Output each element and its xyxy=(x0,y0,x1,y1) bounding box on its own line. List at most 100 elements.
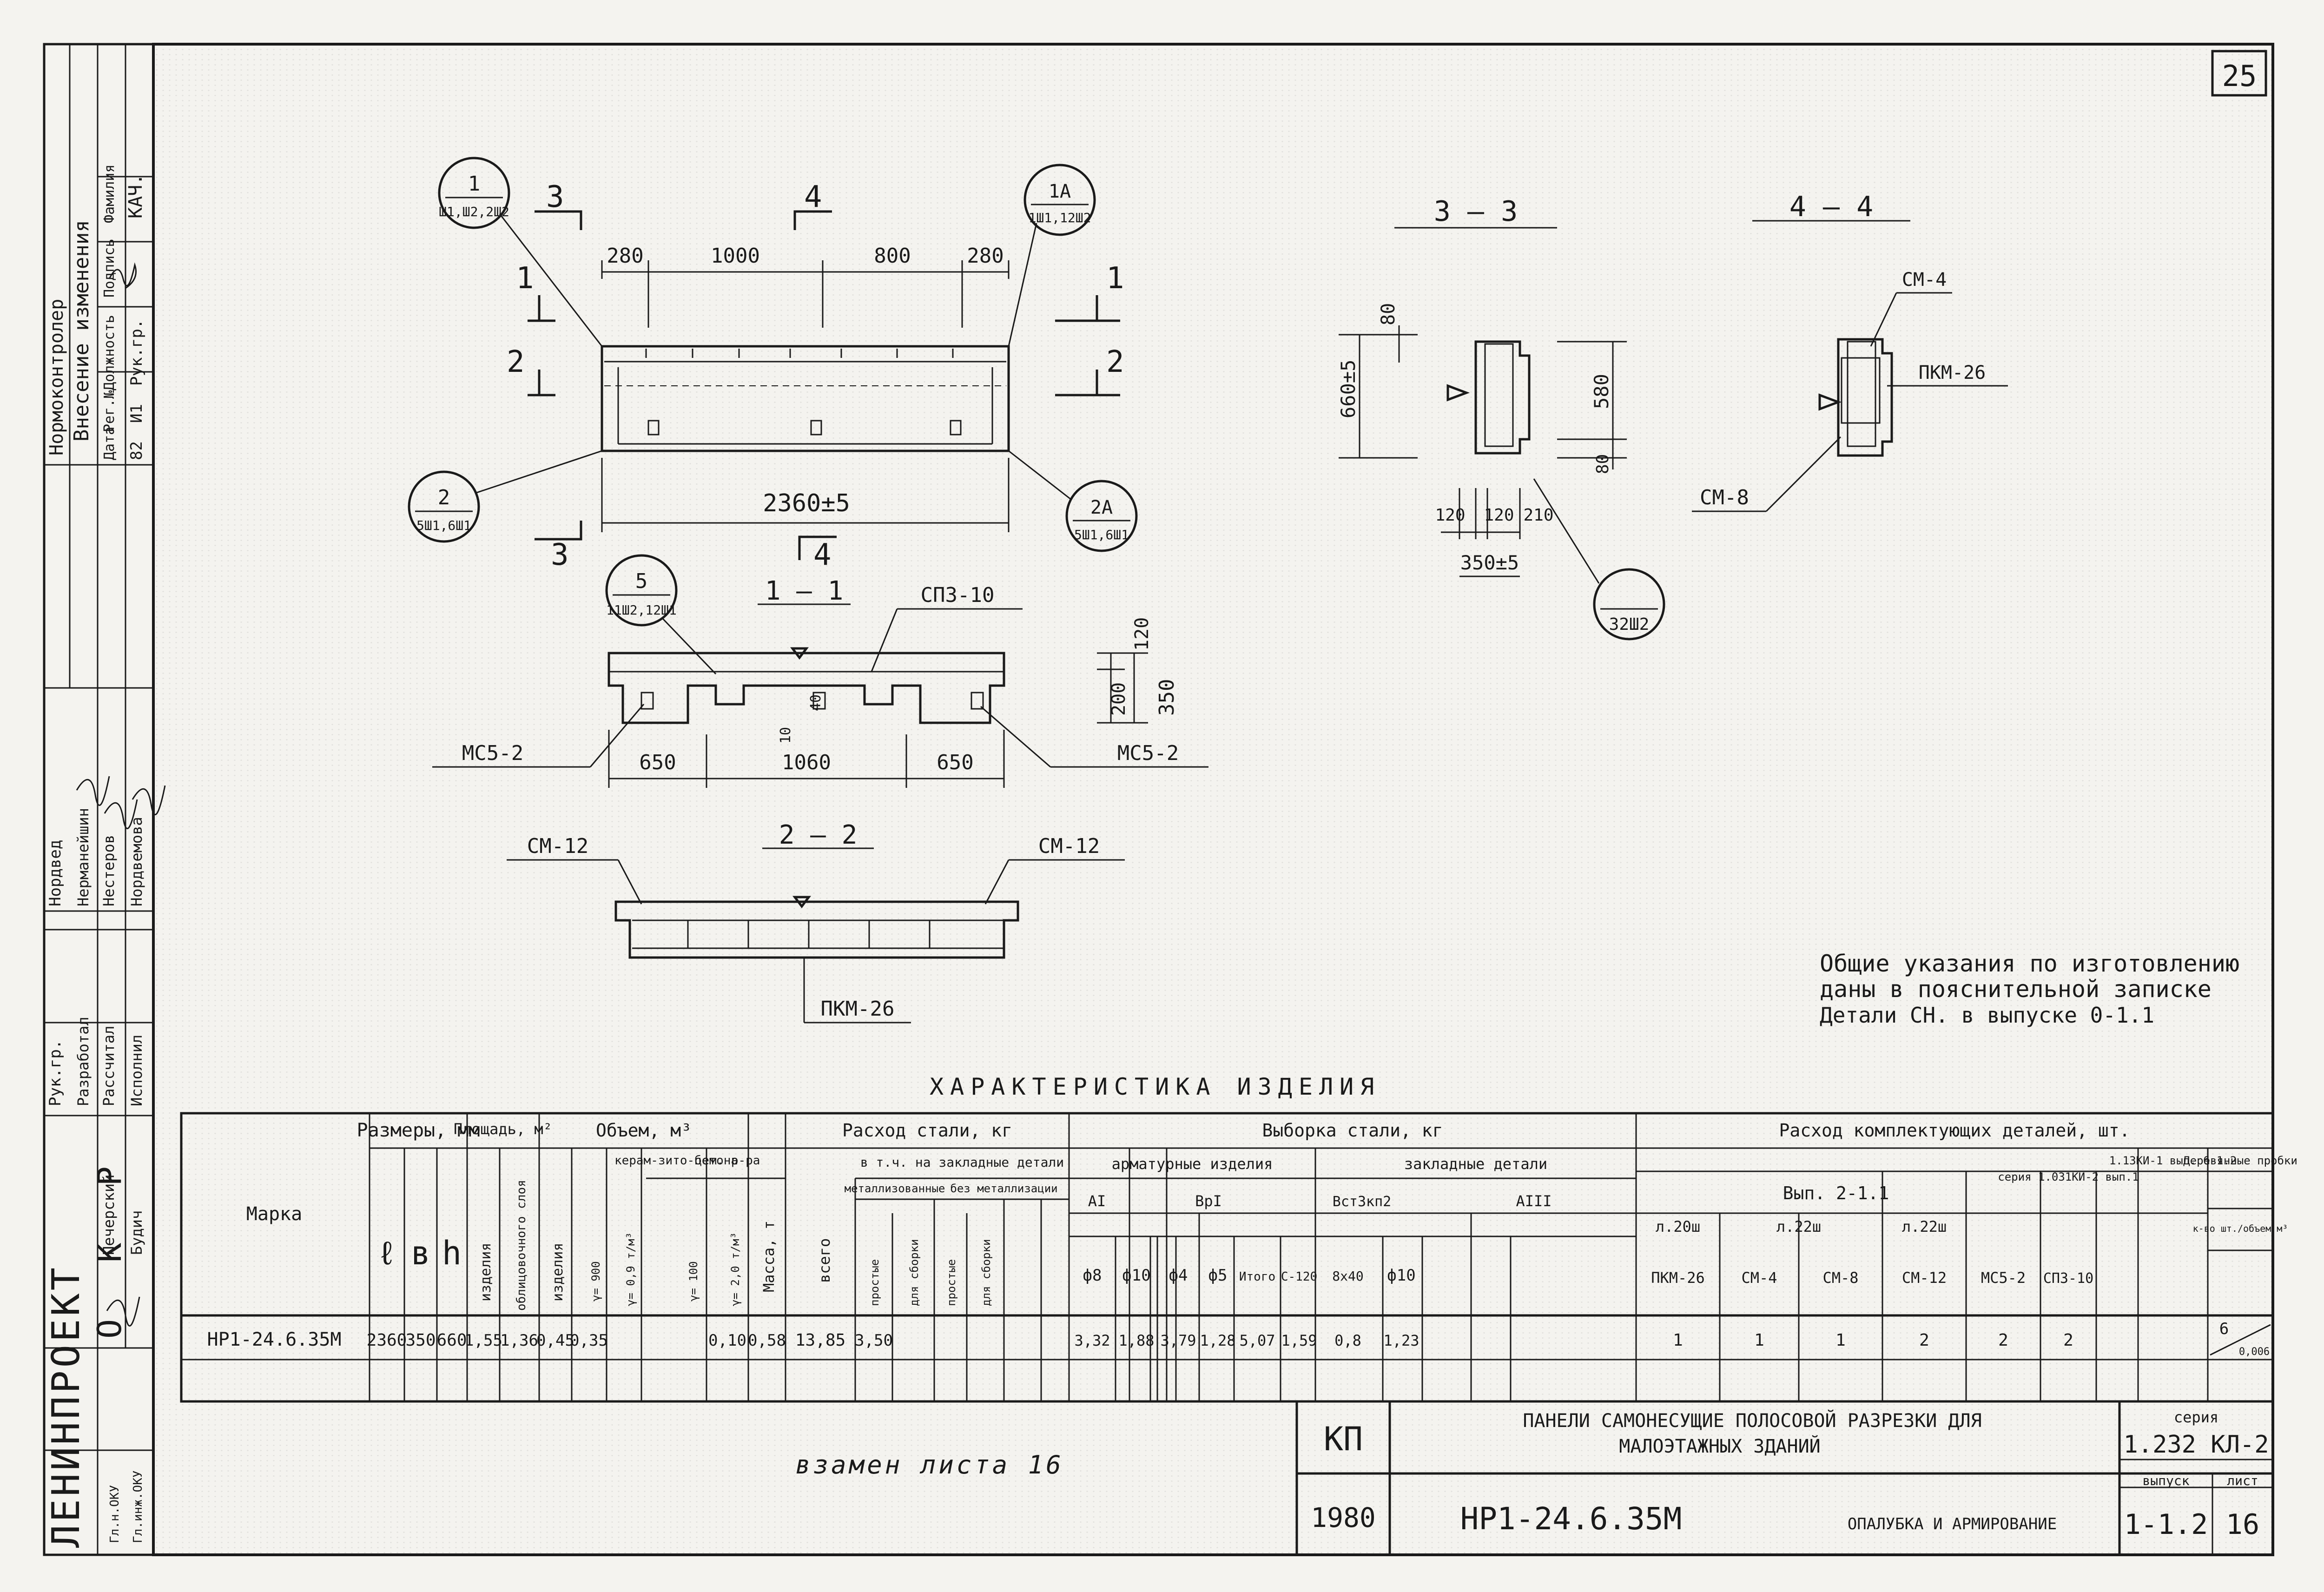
label-spz10: СПЗ-10 xyxy=(871,583,1023,672)
role-rukgr: Рук.гр. xyxy=(46,1040,65,1106)
chief-label: Гл.инж.ОКУ xyxy=(131,1470,145,1543)
svg-text:ПКМ-26: ПКМ-26 xyxy=(1919,362,1986,383)
cell-f5: 1,28 xyxy=(1200,1332,1235,1349)
h-h: h xyxy=(442,1234,462,1272)
h-ser2: 1.13КИ-1 вып. 6-1.2 xyxy=(2109,1154,2237,1167)
changes-v-post: Рук.гр. xyxy=(127,319,146,386)
role-ispolnil: Исполнил xyxy=(128,1035,145,1106)
svg-text:1Ш1,12Ш2: 1Ш1,12Ш2 xyxy=(1029,210,1091,225)
section-2-2: 2 — 2 xyxy=(614,820,1019,959)
signature-4 xyxy=(132,785,166,815)
label-cm8: СМ-8 xyxy=(1692,436,1842,512)
sec33-title: 3 — 3 xyxy=(1434,195,1518,228)
h-wood: Деревянные пробки xyxy=(2183,1154,2298,1167)
callout-2a: 2А 5Ш1,6Ш1 xyxy=(1008,450,1138,552)
replace-note: взамен листа 16 xyxy=(795,1450,1064,1480)
tb-kp: КП xyxy=(1324,1420,1363,1458)
cell-8x40: 0,8 xyxy=(1334,1332,1361,1349)
tb-vyp: 1-1.2 xyxy=(2124,1508,2208,1541)
sheet-frame xyxy=(152,43,2274,1556)
svg-text:1: 1 xyxy=(468,172,481,196)
org-name: ЛЕНИНПРОЕКТ xyxy=(44,1265,88,1548)
side-stamp: Нормоконтролер Внесение изменения Дата Р… xyxy=(43,43,166,1556)
h-steel-met: металлизованные xyxy=(845,1182,945,1195)
tb-list-label: лист xyxy=(2227,1473,2258,1488)
svg-text:МС5-2: МС5-2 xyxy=(1117,741,1179,765)
cell-f10: 1,88 xyxy=(1118,1332,1154,1349)
h-b1: ВрI xyxy=(1195,1192,1222,1210)
norm-control-label: Нормоконтролер xyxy=(46,299,67,456)
h-8x40: 8х40 xyxy=(1332,1268,1363,1284)
h-s-sh: для сборки xyxy=(908,1239,921,1307)
title-block: КП 1980 ПАНЕЛИ САМОНЕСУЩИЕ ПОЛОСОВОЙ РАЗ… xyxy=(1295,1400,2274,1556)
table-title: ХАРАКТЕРИСТИКА ИЗДЕЛИЯ xyxy=(930,1073,1380,1100)
h-steel-emb: в т.ч. на закладные детали xyxy=(860,1155,1064,1170)
name-3: Нестеров xyxy=(100,835,118,906)
sec33-bottom: 80 xyxy=(1593,454,1612,474)
okr-label: О К Р xyxy=(91,1148,129,1339)
svg-text:5: 5 xyxy=(635,569,648,593)
svg-text:11Ш2,12Ш1: 11Ш2,12Ш1 xyxy=(606,602,677,618)
sheet-number-box xyxy=(2211,50,2267,97)
elevation-view: 280 1000 800 280 2360±5 3 3 4 4 1 2 1 2 xyxy=(507,180,1124,572)
h-area-a: изделия xyxy=(478,1243,494,1301)
tb-list: 16 xyxy=(2226,1508,2259,1541)
h-sel: Выборка стали, кг xyxy=(1262,1120,1443,1141)
h-vol-b1: γ= 900 xyxy=(589,1261,602,1301)
h-area-b: облицовочного слоя xyxy=(515,1180,528,1311)
h-vst: ВстЗкп2 xyxy=(1333,1194,1391,1210)
h-mcs: МС5-2 xyxy=(1981,1269,2026,1287)
sec11-small-2: 10 xyxy=(778,727,794,744)
h-f4: ф4 xyxy=(1169,1266,1188,1285)
cell-itogo: 5,07 xyxy=(1239,1332,1275,1349)
label-cm4: СМ-4 xyxy=(1870,269,1952,347)
characteristics-table: Марка Размеры, мм ℓ в h Площадь, м² изде… xyxy=(180,1112,2298,1403)
changes-v-name: КАЧ. xyxy=(125,174,146,218)
h-area: Площадь, м² xyxy=(454,1120,552,1138)
sec11-small-1: 40 xyxy=(808,694,824,711)
h-vol: Объем, м³ xyxy=(596,1120,692,1141)
cell-pkm: 1 xyxy=(1673,1331,1683,1350)
label-pkm26: ПКМ-26 xyxy=(803,958,911,1024)
h-vol-b: керам-зито-бетона xyxy=(614,1154,738,1168)
tb-vyp-label: выпуск xyxy=(2142,1473,2189,1488)
h-b: в xyxy=(411,1234,430,1272)
sec11-dim-1: 650 xyxy=(639,751,676,774)
svg-text:МС5-2: МС5-2 xyxy=(462,741,523,765)
dim-top-2: 1000 xyxy=(711,244,760,268)
h-f10: ф10 xyxy=(1122,1266,1150,1285)
sec33-inner: 580 xyxy=(1590,374,1613,409)
svg-text:СПЗ-10: СПЗ-10 xyxy=(921,583,995,607)
cell-vol-c: 0,10 xyxy=(708,1331,746,1350)
sec22-title: 2 — 2 xyxy=(779,820,858,850)
h-mass: Масса, т xyxy=(760,1221,778,1292)
h-f8: ф8 xyxy=(1083,1266,1102,1285)
sec33-top: 80 xyxy=(1378,303,1399,325)
cell-wood-v: 0,006 xyxy=(2239,1346,2270,1358)
sec-mark-1-right: 1 xyxy=(1106,261,1124,296)
signature-3 xyxy=(104,799,138,829)
cell-marka: НР1-24.6.35М xyxy=(207,1329,342,1350)
name-1: Нордвед xyxy=(46,840,65,906)
h-vol-c2: γ= 2,0 т/м³ xyxy=(729,1232,742,1306)
svg-text:Ш1,Ш2,2Ш2: Ш1,Ш2,2Ш2 xyxy=(439,204,509,219)
sec-mark-4-top: 4 xyxy=(804,180,822,214)
cell-s-pr: 3,50 xyxy=(855,1331,893,1350)
changes-h-reg: Рег.№ xyxy=(101,390,118,432)
h-vol-c: цем. р-ра xyxy=(695,1154,760,1168)
h-l20: л.20ш xyxy=(1656,1218,1700,1235)
sec33-w3: 210 xyxy=(1523,506,1553,525)
panel-outline xyxy=(601,345,1010,452)
cell-wood-n: 6 xyxy=(2219,1320,2229,1338)
svg-text:2: 2 xyxy=(438,486,450,509)
name-2: Нерманейшин xyxy=(74,808,92,906)
signature-2 xyxy=(76,776,110,806)
sec-mark-2-left: 2 xyxy=(507,345,525,379)
h-s-pr: простые xyxy=(868,1259,881,1306)
svg-text:1А: 1А xyxy=(1049,181,1071,202)
label-pkm26-44: ПКМ-26 xyxy=(1887,362,2008,387)
h-vol-a: изделия xyxy=(550,1243,566,1301)
svg-text:5Ш1,6Ш1: 5Ш1,6Ш1 xyxy=(1074,527,1129,542)
h-itogo: Итого xyxy=(1239,1270,1275,1284)
